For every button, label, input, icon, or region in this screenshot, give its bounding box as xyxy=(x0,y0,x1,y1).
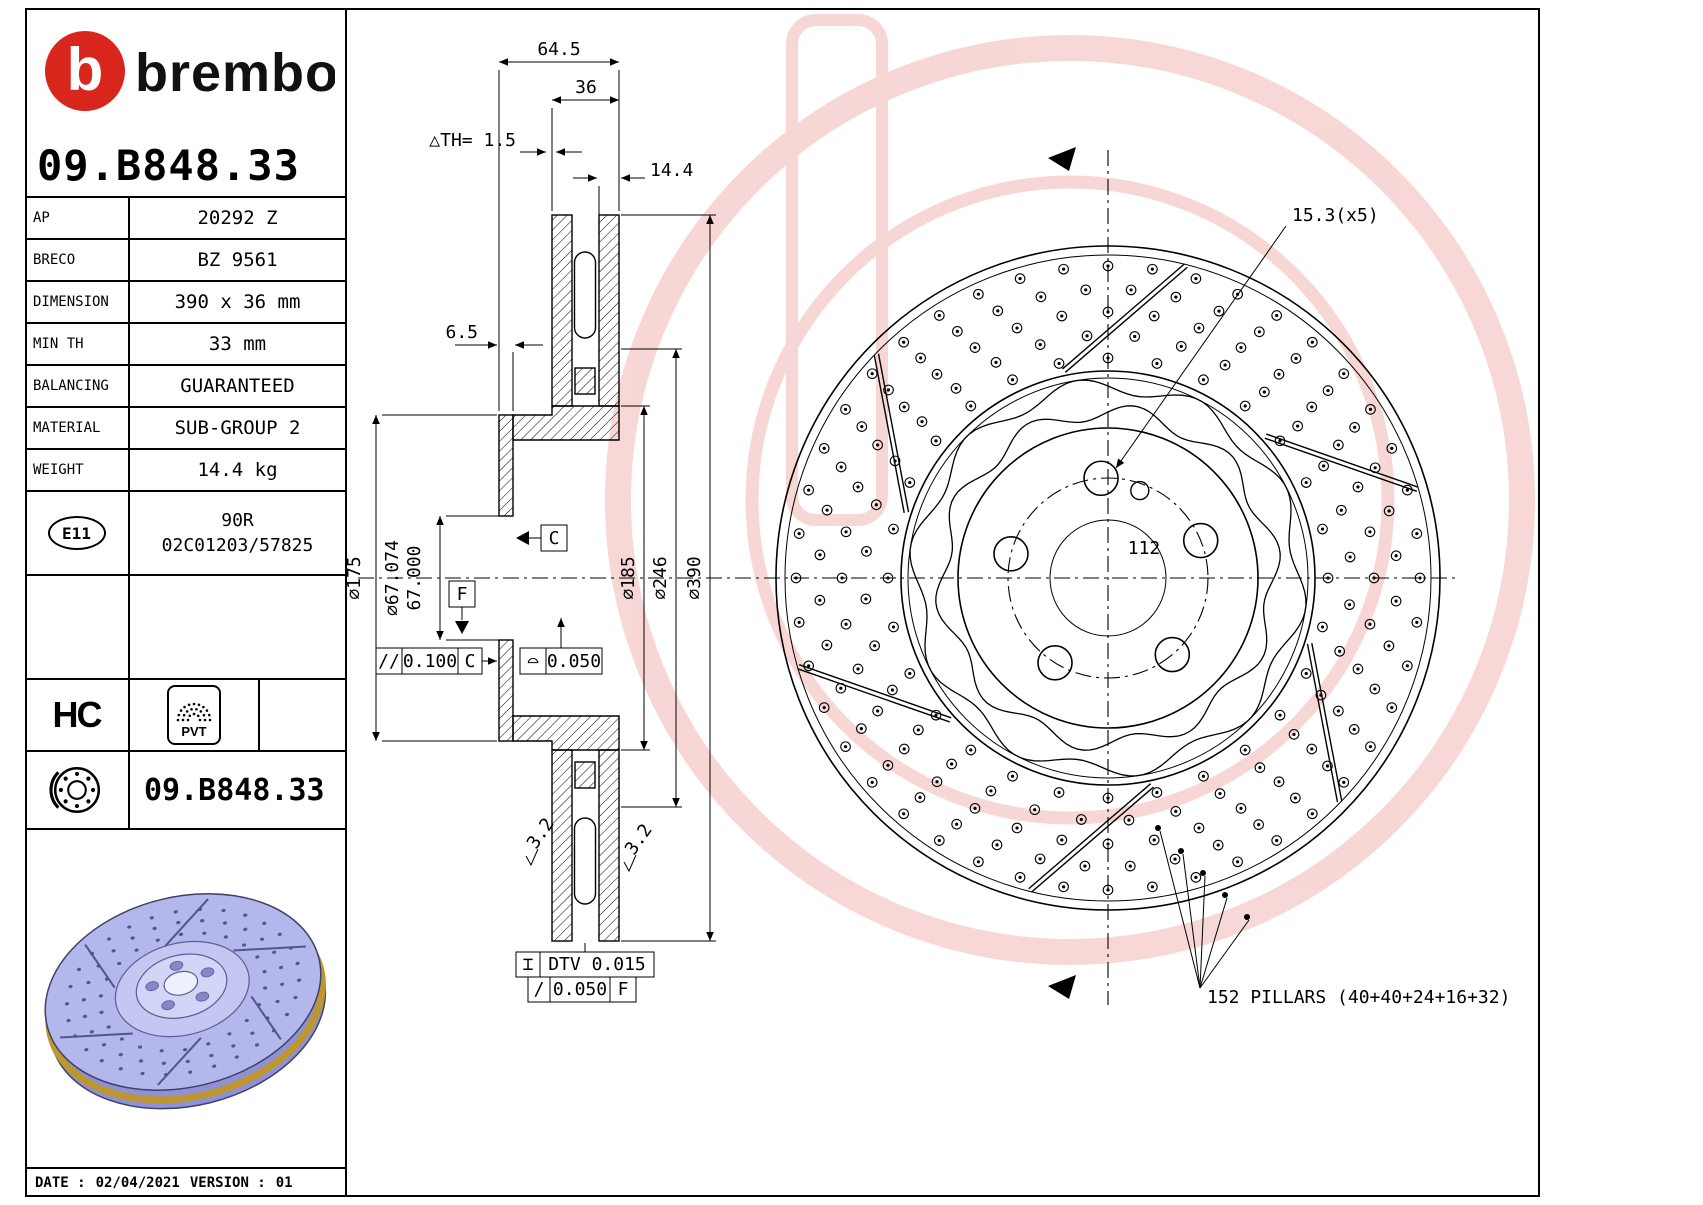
disc-3d-render xyxy=(44,893,327,1110)
dim-hat-depth: 14.4 xyxy=(650,160,693,181)
dim-min-th: △TH= 1.5 xyxy=(429,130,516,151)
spec-label: WEIGHT xyxy=(25,450,130,490)
spec-value: BZ 9561 xyxy=(197,249,278,271)
svg-text:F: F xyxy=(618,979,629,1000)
revision-footer: DATE : 02/04/2021 VERSION : 01 xyxy=(25,1167,345,1197)
dim-disc-width: 36 xyxy=(575,77,597,98)
svg-text:⌓: ⌓ xyxy=(528,651,539,672)
dim-bore-lower: 67.000 xyxy=(404,545,425,610)
pvt-cell: PVT xyxy=(130,680,260,750)
dim-flange-th: 6.5 xyxy=(445,322,478,343)
badges-row: HC PVT xyxy=(25,680,345,752)
svg-text://: // xyxy=(378,651,400,672)
svg-text:⌶: ⌶ xyxy=(523,954,534,975)
rotation-arrow-top xyxy=(1048,147,1076,171)
hc-badge: HC xyxy=(52,694,103,735)
left-panel: b brembo 09.B848.33 AP 20292 Z BRECO BZ … xyxy=(25,8,347,1197)
disc-part-row: 09.B848.33 xyxy=(25,752,345,830)
brand-header: b brembo xyxy=(25,8,345,134)
tolerance-flatness: ⌓ 0.050 xyxy=(519,618,603,675)
brembo-logo: b brembo xyxy=(45,31,335,111)
spec-label: MIN TH xyxy=(25,324,130,364)
spec-value: GUARANTEED xyxy=(180,375,295,397)
svg-text:/: / xyxy=(534,979,545,1000)
dim-pcd: 112 xyxy=(1128,538,1161,559)
slots xyxy=(797,263,1419,893)
pvt-label: PVT xyxy=(181,724,207,739)
spec-value: 390 x 36 mm xyxy=(174,291,301,313)
spec-row-material: MATERIAL SUB-GROUP 2 xyxy=(25,408,345,450)
dim-vent-id: ⌀185 xyxy=(618,556,639,599)
front-view: 15.3(x5) 112 152 PILLARS (40+40+24+16+32… xyxy=(775,147,1510,1008)
brand-wordmark: brembo xyxy=(135,43,335,103)
hat-scallop-band xyxy=(909,379,1307,777)
brembo-watermark-logo xyxy=(605,14,1535,965)
dim-od: ⌀390 xyxy=(684,556,705,599)
logo-letter: b xyxy=(67,36,104,103)
date-label: DATE : xyxy=(35,1175,86,1191)
spec-label: BALANCING xyxy=(25,366,130,406)
empty-cell xyxy=(25,576,130,678)
pillar-callout-markers xyxy=(1155,825,1250,989)
rotation-arrow-bottom xyxy=(1048,975,1076,999)
spec-row-dimension: DIMENSION 390 x 36 mm xyxy=(25,282,345,324)
e11-cell: E11 xyxy=(25,492,130,574)
empty-row xyxy=(25,576,345,680)
spec-row-min-th: MIN TH 33 mm xyxy=(25,324,345,366)
disc-photo-area xyxy=(25,830,345,1167)
svg-text:C: C xyxy=(549,528,560,549)
spec-row-ap: AP 20292 Z xyxy=(25,198,345,240)
svg-text:F: F xyxy=(457,584,468,605)
spec-value: 20292 Z xyxy=(197,207,278,229)
dim-friction-id: ⌀246 xyxy=(650,556,671,599)
spec-row-breco: BRECO BZ 9561 xyxy=(25,240,345,282)
pillars-note: 152 PILLARS (40+40+24+16+32) xyxy=(1207,987,1510,1008)
dim-bore-upper: ⌀67.074 xyxy=(382,540,403,616)
disc-part-number: 09.B848.33 xyxy=(144,772,325,808)
homologation-row: E11 90R 02C01203/57825 xyxy=(25,492,345,576)
tolerance-parallelism: // 0.100 C xyxy=(375,647,497,675)
disc-icon-cell xyxy=(25,752,130,828)
svg-text:DTV 0.015: DTV 0.015 xyxy=(548,954,646,975)
bolt-hole-leader xyxy=(1115,225,1287,469)
tolerance-dtv: ⌶ DTV 0.015 xyxy=(515,943,655,978)
spec-label: MATERIAL xyxy=(25,408,130,448)
dim-bolt-holes: 15.3(x5) xyxy=(1292,205,1379,226)
drilled-dimples xyxy=(790,260,1426,896)
e11-badge: E11 xyxy=(47,516,106,550)
version-label: VERSION : xyxy=(189,1175,266,1191)
homologation-line1: 90R xyxy=(221,510,254,531)
hc-cell: HC xyxy=(25,680,130,750)
spec-label: DIMENSION xyxy=(25,282,130,322)
version-value: 01 xyxy=(275,1175,293,1191)
homologation-line2: 02C01203/57825 xyxy=(161,535,314,556)
tolerance-runout: / 0.050 F xyxy=(527,976,637,1003)
svg-text:C: C xyxy=(465,651,476,672)
spec-value: 33 mm xyxy=(208,333,267,355)
lug-holes xyxy=(993,460,1219,681)
spec-label: BRECO xyxy=(25,240,130,280)
logo-roundel xyxy=(45,31,125,111)
brake-disc-icon xyxy=(48,766,100,814)
date-value: 02/04/2021 xyxy=(95,1175,180,1191)
section-view: 64.5 36 △TH= 1.5 14.4 6.5 ⌀175 xyxy=(344,39,716,1003)
spec-value: SUB-GROUP 2 xyxy=(174,417,301,439)
dim-overall-width: 64.5 xyxy=(537,39,580,60)
homologation-number: 90R 02C01203/57825 xyxy=(130,492,345,574)
pvt-dots-icon xyxy=(176,702,212,722)
spec-row-balancing: BALANCING GUARANTEED xyxy=(25,366,345,408)
svg-text:0.050: 0.050 xyxy=(547,651,601,672)
datum-c: C xyxy=(516,524,568,552)
svg-text:0.050: 0.050 xyxy=(553,979,607,1000)
datum-f: F xyxy=(448,580,476,634)
dim-hat-od: ⌀175 xyxy=(344,556,365,599)
spec-label: AP xyxy=(25,198,130,238)
spec-value: 14.4 kg xyxy=(197,459,278,481)
svg-text:3.2: 3.2 xyxy=(621,820,657,859)
pvt-badge: PVT xyxy=(167,685,221,745)
part-number: 09.B848.33 xyxy=(25,134,345,198)
svg-text:0.100: 0.100 xyxy=(403,651,457,672)
spec-row-weight: WEIGHT 14.4 kg xyxy=(25,450,345,492)
